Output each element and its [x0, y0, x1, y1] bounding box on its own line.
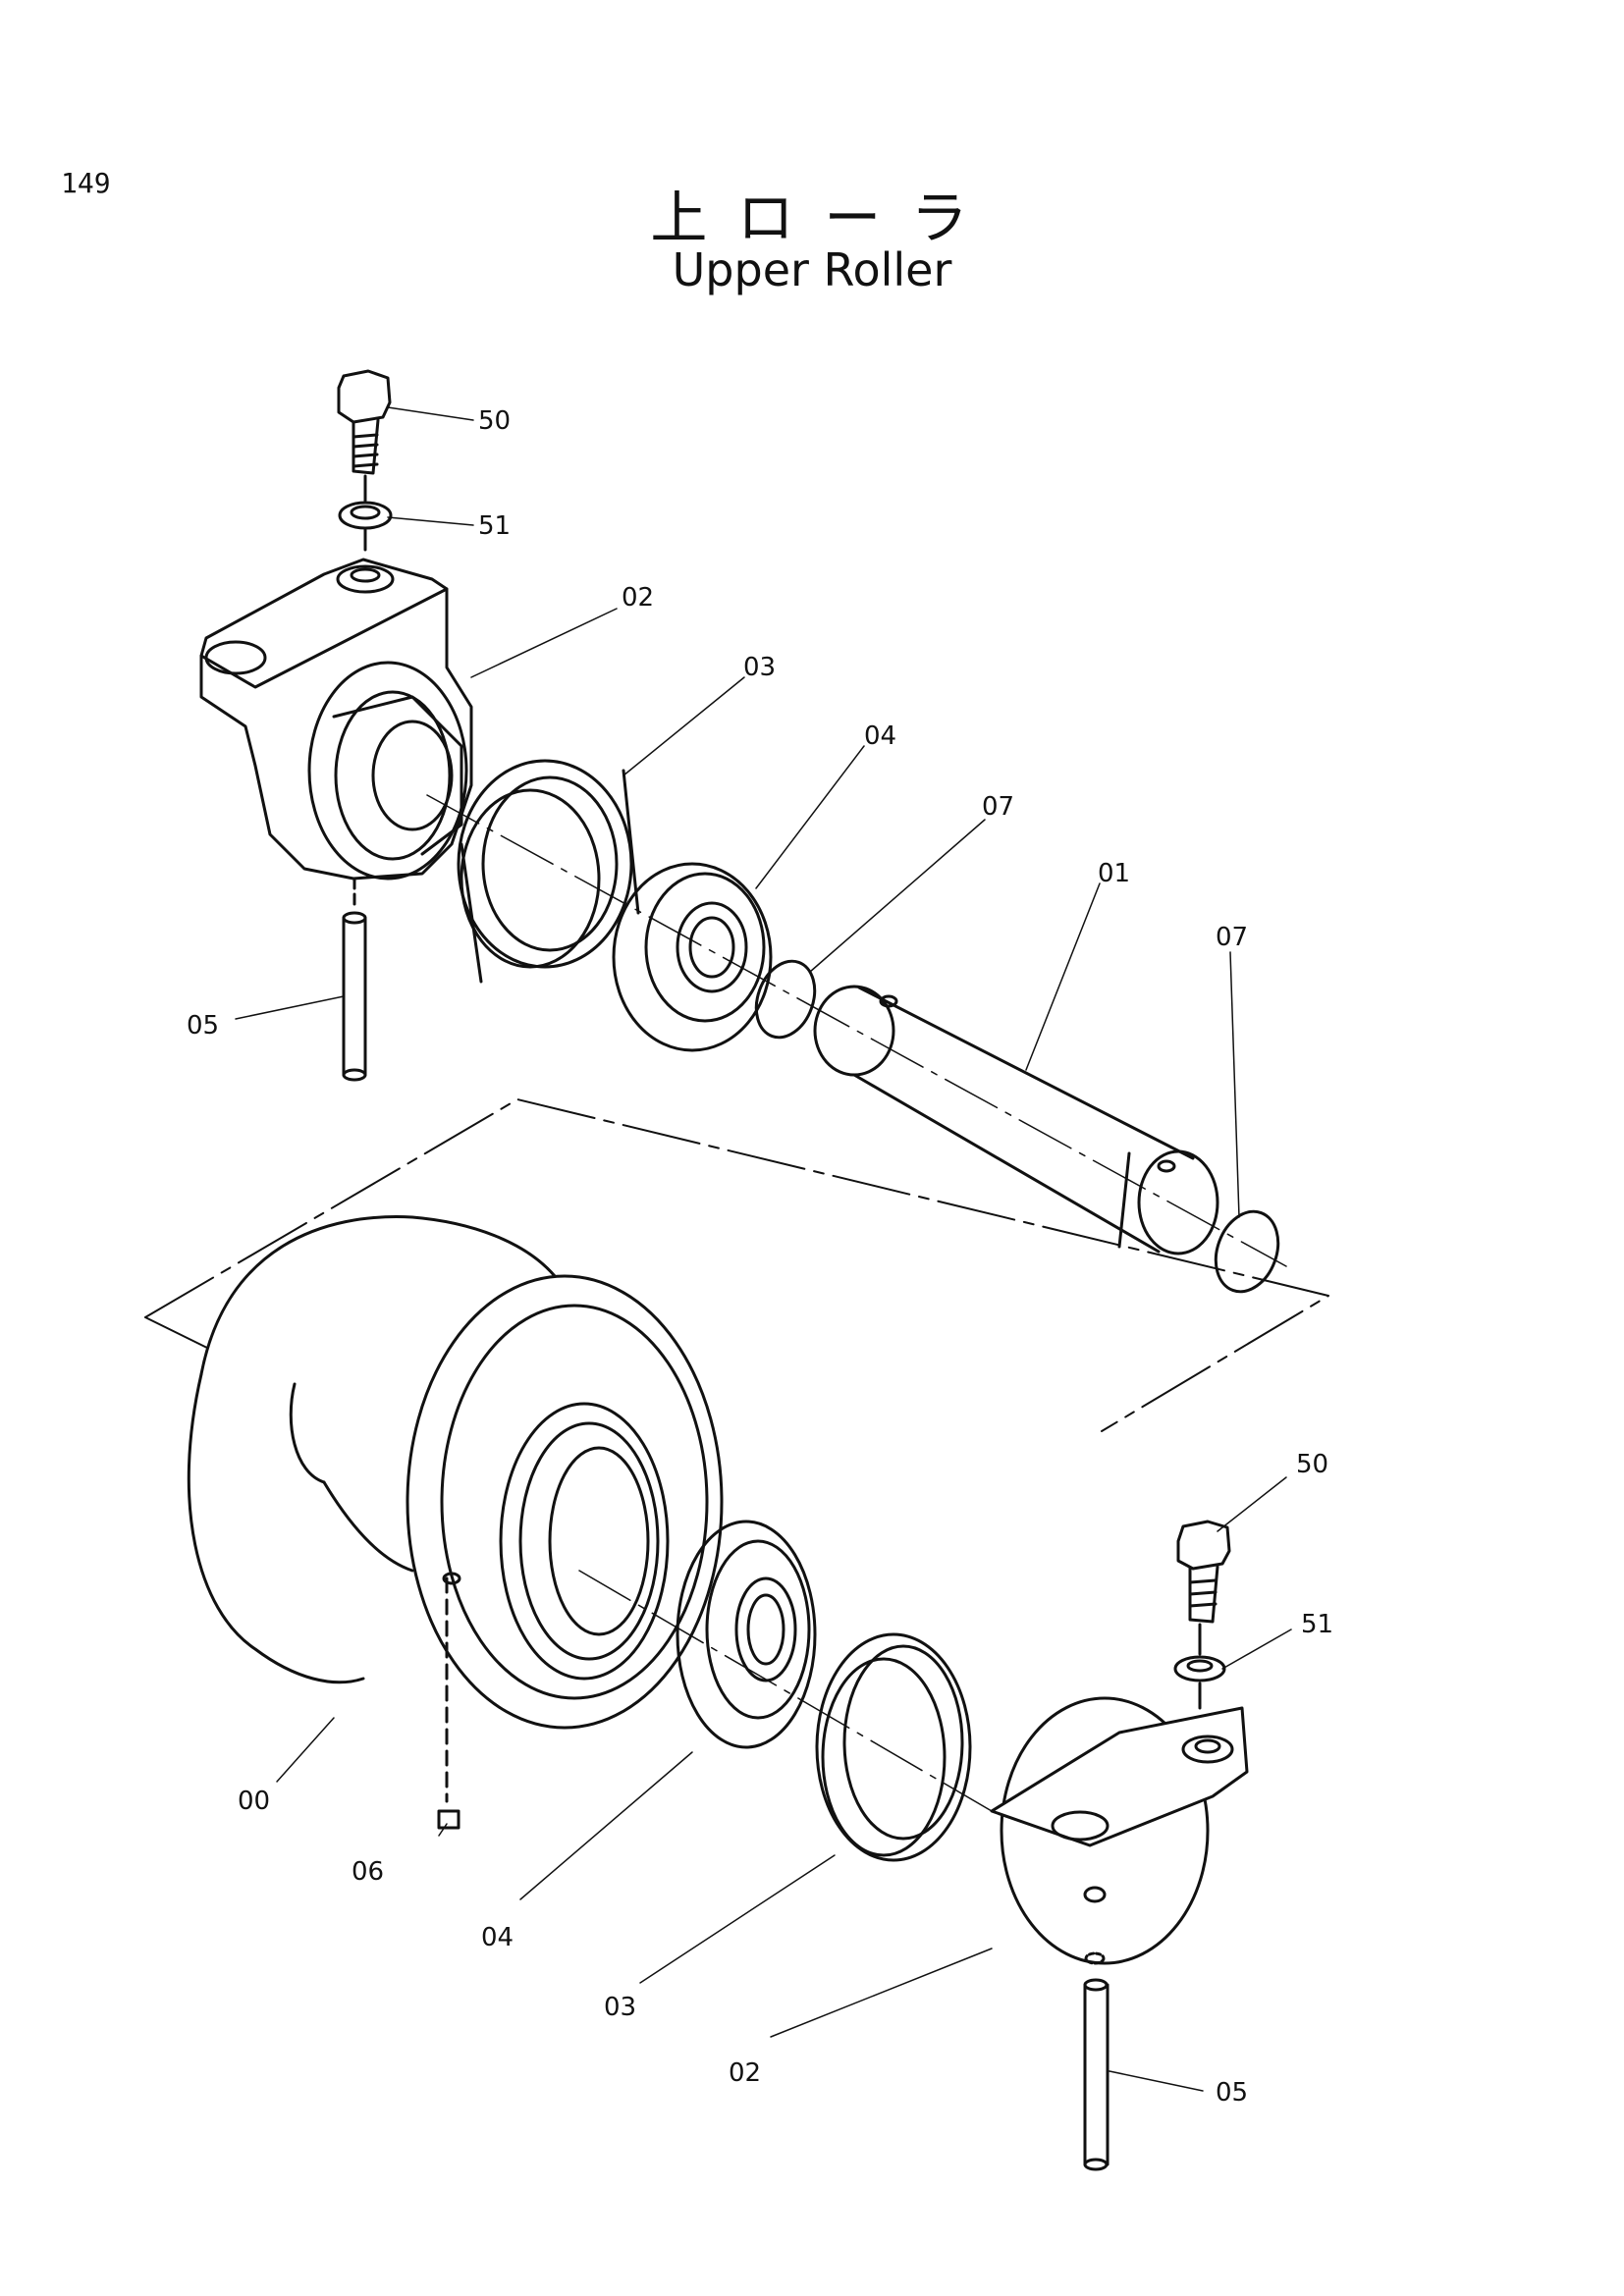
pin-top [342, 877, 367, 1082]
callout-bottom-seal: 03 [604, 1993, 636, 2022]
roller [187, 1215, 724, 1730]
title-english: Upper Roller [672, 243, 952, 296]
page-number: 149 [61, 167, 111, 199]
callout-top-bolt: 50 [478, 406, 511, 436]
seal-top [457, 759, 640, 984]
bearing-bottom [676, 1520, 817, 1749]
callout-roller: 00 [238, 1787, 270, 1816]
callout-top-bracket: 02 [622, 583, 654, 613]
bracket-top [199, 558, 473, 881]
callout-top-bearing: 04 [864, 721, 896, 751]
callout-plug: 06 [352, 1857, 384, 1887]
callout-bottom-bolt: 50 [1296, 1450, 1328, 1479]
washer-top [338, 474, 393, 552]
title-japanese: 上 ロ ー ラ [650, 185, 974, 251]
ring-right [1214, 1209, 1280, 1294]
bracket-bottom [990, 1696, 1249, 1965]
seal-bottom [815, 1632, 972, 1862]
ring-left [754, 959, 817, 1040]
pin-bottom [1083, 1978, 1110, 2171]
callout-bottom-washer: 51 [1301, 1610, 1333, 1639]
callout-shaft: 01 [1098, 859, 1130, 888]
washer-bottom [1173, 1623, 1226, 1710]
bolt-top [337, 369, 392, 475]
centre-line-top [426, 794, 1287, 1267]
leader-lines [235, 406, 1292, 2092]
centre-line-bottom [578, 1570, 993, 1812]
plug [437, 1572, 461, 1830]
callout-top-seal: 03 [743, 653, 776, 682]
callout-top-washer: 51 [478, 511, 511, 541]
callout-ring-left: 07 [982, 792, 1014, 822]
reference-frame [144, 1098, 1329, 1432]
bearing-top [612, 862, 773, 1052]
callout-bottom-bearing: 04 [481, 1923, 514, 1952]
callout-top-pin: 05 [187, 1011, 219, 1041]
callout-bottom-pin: 05 [1216, 2078, 1248, 2108]
callout-ring-right: 07 [1216, 923, 1248, 952]
callout-bottom-bracket: 02 [729, 2058, 761, 2088]
bolt-bottom [1176, 1520, 1231, 1624]
shaft [813, 985, 1219, 1255]
